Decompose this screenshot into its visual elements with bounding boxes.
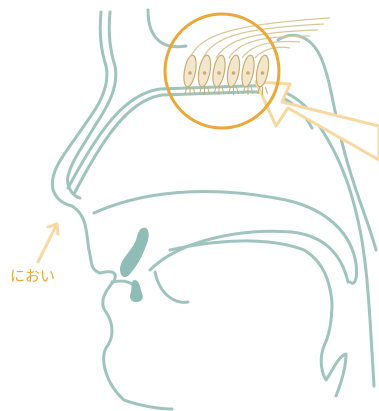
cell-nucleus <box>188 71 192 75</box>
cell-nucleus <box>261 71 265 75</box>
cell-body <box>211 54 227 87</box>
oral-structures <box>120 228 149 302</box>
nerve-fiber <box>190 18 330 58</box>
nerve-fiber <box>255 47 290 58</box>
cell-nucleus <box>246 71 250 75</box>
forehead-outline <box>52 12 106 273</box>
throat-outline <box>318 124 374 386</box>
tongue-outline <box>155 241 346 396</box>
brain-base-outline <box>148 10 186 47</box>
cell-body <box>225 54 241 87</box>
olfactory-cell <box>225 54 241 95</box>
olfactory-nerve-fibers <box>190 18 330 58</box>
nerve-fiber <box>203 24 324 58</box>
olfactory-cell <box>211 54 227 95</box>
cell-body <box>240 54 256 87</box>
cell-body <box>182 54 198 87</box>
nasal-concha-shape <box>120 228 149 277</box>
forehead-inner-outline <box>68 12 116 198</box>
cell-body <box>196 54 212 87</box>
smell-label: におい <box>10 267 55 285</box>
cell-nucleus <box>217 71 221 75</box>
olfactory-cell <box>240 54 256 95</box>
uvula-shape <box>130 280 143 302</box>
cell-nucleus <box>232 71 236 75</box>
cell-nucleus <box>203 71 207 75</box>
smell-arrow-icon <box>38 224 58 262</box>
palate-outline <box>150 231 348 282</box>
